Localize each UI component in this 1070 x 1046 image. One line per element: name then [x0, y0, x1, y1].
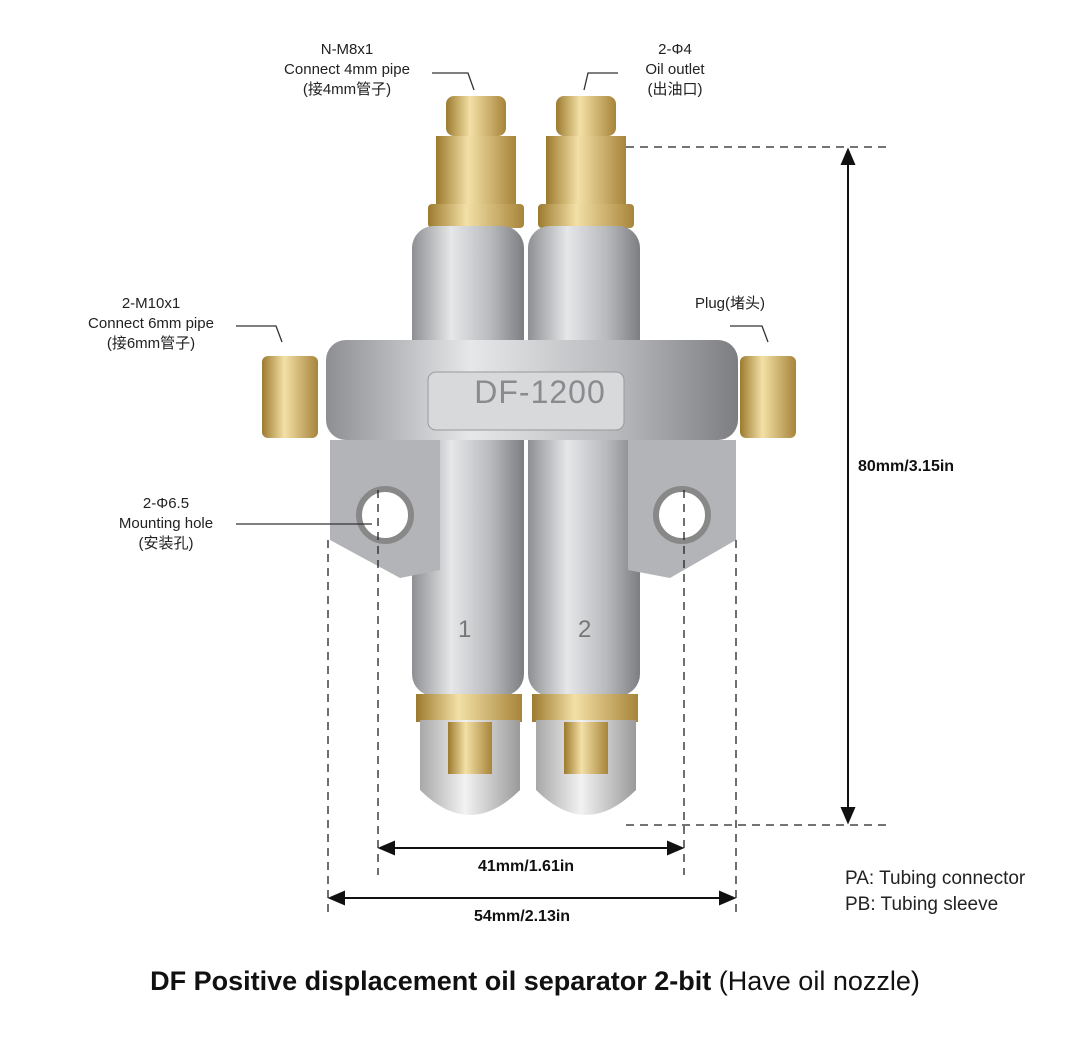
legend: PA: Tubing connector PB: Tubing sleeve: [845, 868, 1026, 915]
dimension-guides: [327, 146, 890, 915]
product-title: DF Positive displacement oil separator 2…: [150, 966, 920, 996]
height-dimension: 80mm/3.15in: [858, 458, 955, 475]
label-plug: Plug(堵头): [694, 295, 765, 312]
label-oil-outlet: 2-Φ4 Oil outlet (出油口): [645, 41, 705, 98]
port-2-label: 2: [578, 616, 592, 643]
label-side-port: 2-M10x1 Connect 6mm pipe (接6mm管子): [88, 295, 214, 352]
label-mounting-hole: 2-Φ6.5 Mounting hole (安装孔): [118, 495, 214, 552]
left-fitting: [262, 356, 318, 438]
label-inlet: N-M8x1 Connect 4mm pipe (接4mm管子): [284, 41, 410, 98]
top-fittings: [428, 96, 634, 228]
port-1-label: 1: [458, 616, 472, 643]
plug: [740, 356, 796, 438]
leader-lines: [236, 72, 769, 525]
separator-body: [326, 226, 738, 696]
width-dimension: 54mm/2.13in: [474, 908, 571, 925]
hole-spacing-dimension: 41mm/1.61in: [478, 858, 575, 875]
oil-nozzles: [416, 694, 638, 815]
dimension-arrows: [327, 147, 856, 906]
